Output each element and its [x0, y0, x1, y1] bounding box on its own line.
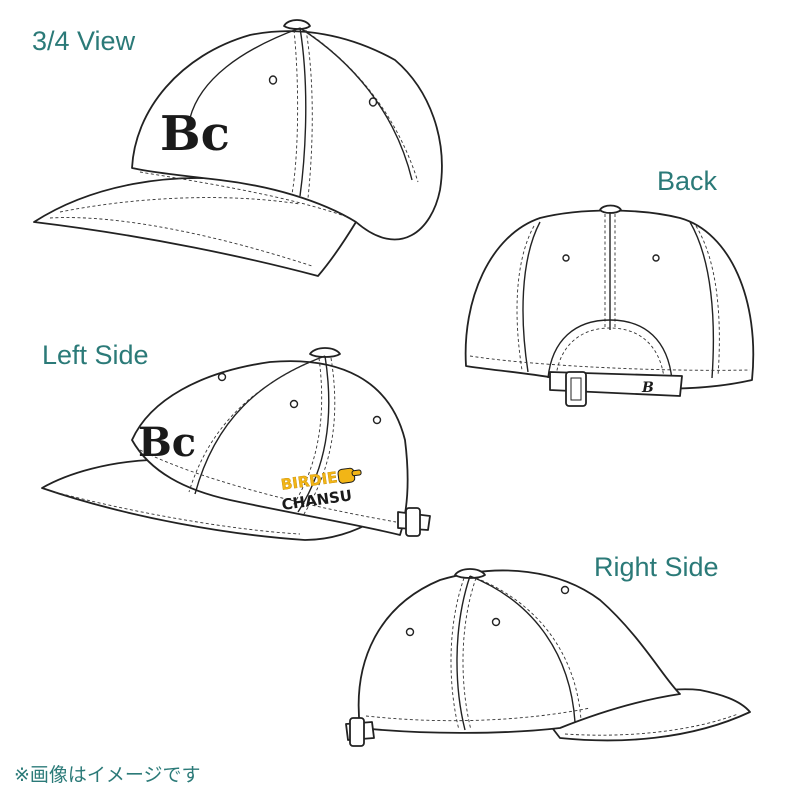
- label-right-side-view: Right Side: [594, 552, 719, 582]
- front-logo-bc: Bc: [160, 106, 230, 162]
- side-logo-bc: Bc: [138, 419, 196, 466]
- cap-right-side-view: [345, 568, 751, 747]
- back-logo-mark: B: [641, 380, 654, 396]
- cap-back-view: B: [464, 204, 755, 407]
- cap-left-side-view: Bc BIRDIE CHANSU: [41, 347, 431, 541]
- label-three-quarter-view: 3/4 View: [32, 26, 136, 56]
- label-back-view: Back: [657, 166, 718, 196]
- image-disclaimer-note: ※画像はイメージです: [14, 764, 201, 786]
- cap-three-quarter-view: Bc: [33, 19, 443, 277]
- label-left-side-view: Left Side: [42, 340, 149, 370]
- pointing-hand-icon: [337, 467, 362, 484]
